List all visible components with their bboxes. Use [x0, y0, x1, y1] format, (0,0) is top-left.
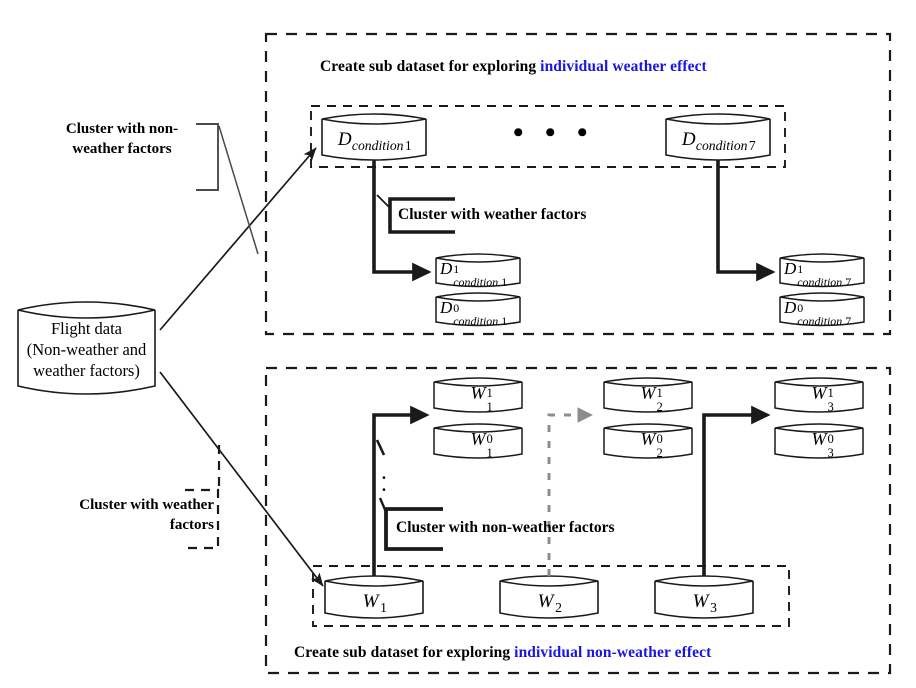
flight-data-line-2: (Non-weather and	[26, 340, 147, 360]
d0c1-base: D	[440, 298, 453, 317]
connector-w3-to-split	[702, 405, 771, 576]
arrow-source-to-top	[159, 147, 317, 331]
w30-sup: 0	[827, 431, 834, 446]
w30-base: W	[811, 429, 827, 449]
d7-sub: condition	[695, 137, 748, 153]
flight-data-line-3: weather factors)	[33, 361, 140, 381]
non-weather-label-bracket	[196, 123, 259, 255]
cluster-with-non-weather-factors-label: Cluster with non- weather factors	[48, 120, 196, 160]
d7-base: D	[681, 129, 696, 150]
w10-sub: 1	[486, 446, 493, 461]
non-weather-label-line-1: Cluster with non-	[65, 121, 179, 137]
w21-sub: 2	[656, 400, 663, 415]
d1c1-base: D	[440, 259, 453, 278]
d-condition-7[interactable]: Dcondition7	[666, 119, 770, 165]
d1-base: D	[337, 129, 352, 150]
w20-base: W	[640, 429, 656, 449]
flight-data-line-1: Flight data	[50, 319, 123, 338]
d-condition-7-label: Dcondition7	[666, 129, 770, 153]
non-weather-label-line-2: weather factors	[72, 140, 172, 157]
flight-data-cylinder-label: Flight data (Non-weather and weather fac…	[8, 318, 165, 381]
d1c1-sup: 1	[453, 261, 460, 276]
w2-sub: 2	[555, 599, 562, 615]
d1-subnum: 1	[404, 137, 412, 153]
w3-sub: 3	[710, 599, 717, 615]
w20-sub: 2	[656, 446, 663, 461]
d1c7-base: D	[784, 259, 797, 278]
d0c1-sup: 0	[453, 300, 460, 315]
w30-sub: 3	[827, 446, 834, 461]
w1-base: W	[362, 591, 379, 612]
w2-base: W	[537, 591, 554, 612]
w31-sub: 3	[827, 400, 834, 415]
d1c7-sup: 1	[797, 261, 804, 276]
top-panel-ellipsis: • • •	[513, 116, 595, 149]
w3-base: W	[692, 591, 709, 612]
bottom-panel-vertical-ellipsis: ··	[381, 468, 387, 500]
w10-sup: 0	[486, 431, 493, 446]
cluster-with-non-weather-factors-inline: Cluster with non-weather factors	[396, 519, 615, 536]
w31-sup: 1	[827, 385, 834, 400]
top-panel-title-prefix: Create sub dataset for exploring	[320, 58, 541, 75]
top-panel-title: Create sub dataset for exploring individ…	[320, 58, 707, 76]
d1c1-sub: condition 1	[453, 275, 508, 290]
d1-sub: condition	[351, 137, 404, 153]
d0c7-sub: condition 7	[797, 314, 852, 329]
d0c7-sup: 0	[797, 300, 804, 315]
w11-sub: 1	[486, 400, 493, 415]
w11-sup: 1	[486, 385, 493, 400]
d1c7-sub: condition 7	[797, 275, 852, 290]
d0c7-base: D	[784, 298, 797, 317]
bottom-panel-title: Create sub dataset for exploring individ…	[294, 644, 711, 662]
top-panel-title-accent: individual weather effect	[540, 58, 707, 75]
top-panel-border	[264, 32, 892, 336]
w21-base: W	[640, 383, 656, 403]
d0c1-sub: condition 1	[453, 314, 508, 329]
d-condition-1[interactable]: Dcondition1	[322, 119, 426, 165]
w31-base: W	[811, 383, 827, 403]
arrow-source-to-bottom	[159, 371, 324, 587]
w1-sub: 1	[380, 599, 387, 615]
bottom-panel-title-prefix: Create sub dataset for exploring	[294, 644, 515, 661]
connector-d7-to-split	[716, 160, 776, 282]
w21-sup: 1	[656, 385, 663, 400]
connector-w2-to-split-dashed	[547, 407, 594, 576]
d-condition-1-label: Dcondition1	[322, 129, 426, 153]
cluster-with-weather-factors-label: Cluster with weather factors	[24, 496, 214, 536]
weather-label-line-2: factors	[169, 516, 214, 533]
bottom-panel-title-accent: individual non-weather effect	[514, 644, 712, 661]
d7-subnum: 7	[748, 137, 756, 153]
weather-label-line-1: Cluster with weather	[79, 497, 214, 513]
w11-base: W	[470, 383, 486, 403]
w20-sup: 0	[656, 431, 663, 446]
cluster-with-weather-factors-inline: Cluster with weather factors	[398, 206, 587, 223]
w10-base: W	[470, 429, 486, 449]
